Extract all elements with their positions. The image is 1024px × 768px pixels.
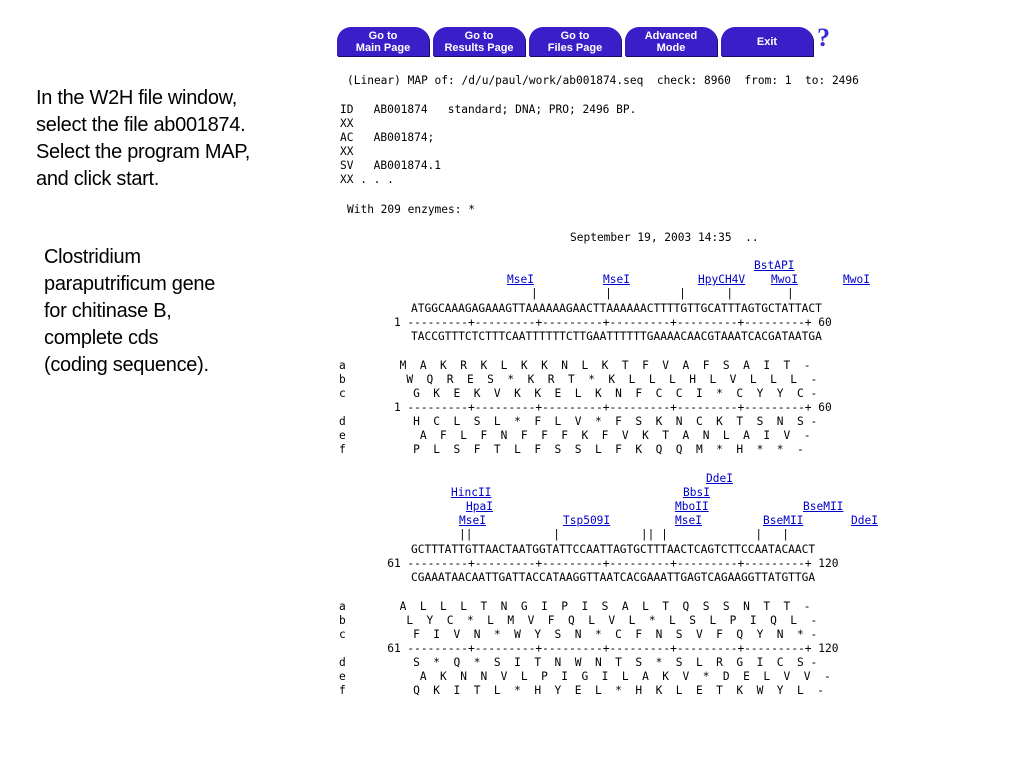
go-to-files-page-button[interactable]: Go to Files Page	[529, 27, 621, 56]
entry-xx-line: XX	[340, 145, 354, 158]
position-ruler: 61 ---------+---------+---------+-------…	[367, 642, 839, 655]
position-ruler: 1 ---------+---------+---------+--------…	[367, 316, 832, 329]
frame-a: a A L L L T N G I P I S A L T Q S S N T …	[339, 600, 811, 613]
enzymes-count: With 209 enzymes: *	[347, 203, 475, 216]
advanced-mode-label: Advanced Mode	[644, 29, 698, 54]
enzyme-link-mwoi[interactable]: MwoI	[771, 273, 798, 286]
frame-d: d S * Q * S I T N W N T S * S L R G I C …	[339, 656, 818, 669]
entry-xx-line: XX	[340, 117, 354, 130]
enzyme-link-msei[interactable]: MseI	[507, 273, 534, 286]
enzyme-link-bsemii[interactable]: BseMII	[803, 500, 844, 513]
enzyme-link-mwoi[interactable]: MwoI	[843, 273, 870, 286]
go-to-results-page-button[interactable]: Go to Results Page	[433, 27, 525, 56]
sequence-description: Clostridium paraputrificum gene for chit…	[44, 246, 216, 376]
go-to-main-page-label: Go to Main Page	[355, 29, 411, 54]
enzyme-link-tsp509i[interactable]: Tsp509I	[563, 514, 611, 527]
frame-f: f Q K I T L * H Y E L * H K L E T K W Y …	[339, 684, 824, 697]
position-ruler: 1 ---------+---------+---------+--------…	[367, 401, 832, 414]
frame-b: b L Y C * L M V F Q L V L * L S L P I Q …	[339, 614, 818, 627]
top-strand: ATGGCAAAGAGAAAGTTAAAAAAGAACTTAAAAAACTTTT…	[411, 302, 822, 315]
frame-f: f P L S F T L F S S L F K Q Q M * H * * …	[339, 443, 804, 456]
exit-label: Exit	[756, 35, 778, 48]
enzyme-link-bstapi[interactable]: BstAPI	[754, 259, 795, 272]
cut-site-markers: | | | | |	[531, 287, 794, 300]
enzyme-link-msei[interactable]: MseI	[675, 514, 702, 527]
position-ruler: 61 ---------+---------+---------+-------…	[367, 557, 839, 570]
go-to-results-page-label: Go to Results Page	[444, 29, 514, 54]
bottom-strand: CGAAATAACAATTGATTACCATAAGGTTAATCACGAAATT…	[411, 571, 816, 584]
top-strand: GCTTTATTGTTAACTAATGGTATTCCAATTAGTGCTTTAA…	[411, 543, 816, 556]
enzyme-link-hpych4v[interactable]: HpyCH4V	[698, 273, 746, 286]
enzyme-link-msei[interactable]: MseI	[603, 273, 630, 286]
frame-b: b W Q R E S * K R T * K L L L H L V L L …	[339, 373, 818, 386]
cut-site-markers: || | || | | |	[459, 528, 790, 541]
enzyme-link-hincii[interactable]: HincII	[451, 486, 492, 499]
go-to-main-page-button[interactable]: Go to Main Page	[337, 27, 429, 56]
frame-c: c F I V N * W Y S N * C F N S V F Q Y N …	[339, 628, 818, 641]
enzyme-link-mboii[interactable]: MboII	[675, 500, 709, 513]
frame-e: e A F L F N F F F K F V K T A N L A I V …	[339, 429, 811, 442]
frame-a: a M A K R K L K K N L K T F V A F S A I …	[339, 359, 811, 372]
entry-id-line: ID AB001874 standard; DNA; PRO; 2496 BP.	[340, 103, 637, 116]
enzyme-link-bbsi[interactable]: BbsI	[683, 486, 710, 499]
advanced-mode-button[interactable]: Advanced Mode	[625, 27, 717, 56]
go-to-files-page-label: Go to Files Page	[547, 29, 603, 54]
help-icon[interactable]: ?	[817, 23, 830, 52]
run-date: September 19, 2003 14:35 ..	[570, 231, 759, 244]
exit-button[interactable]: Exit	[721, 27, 813, 56]
enzyme-link-ddei[interactable]: DdeI	[851, 514, 878, 527]
bottom-strand: TACCGTTTCTCTTTCAATTTTTTCTTGAATTTTTTGAAAA…	[411, 330, 822, 343]
frame-e: e A K N N V L P I G I L A K V * D E L V …	[339, 670, 831, 683]
map-header: (Linear) MAP of: /d/u/paul/work/ab001874…	[347, 74, 859, 87]
entry-ac-line: AC AB001874;	[340, 131, 435, 144]
enzyme-link-ddei[interactable]: DdeI	[706, 472, 733, 485]
enzyme-link-hpai[interactable]: HpaI	[466, 500, 493, 513]
enzyme-link-bsemii[interactable]: BseMII	[763, 514, 804, 527]
enzyme-link-msei[interactable]: MseI	[459, 514, 486, 527]
instructions-text: In the W2H file window, select the file …	[36, 87, 250, 190]
frame-c: c G K E K V K K E L K N F C C I * C Y Y …	[339, 387, 818, 400]
frame-d: d H C L S L * F L V * F S K N C K T S N …	[339, 415, 818, 428]
entry-sv-line: SV AB001874.1	[340, 159, 442, 172]
entry-ellipsis-line: XX . . .	[340, 173, 394, 186]
